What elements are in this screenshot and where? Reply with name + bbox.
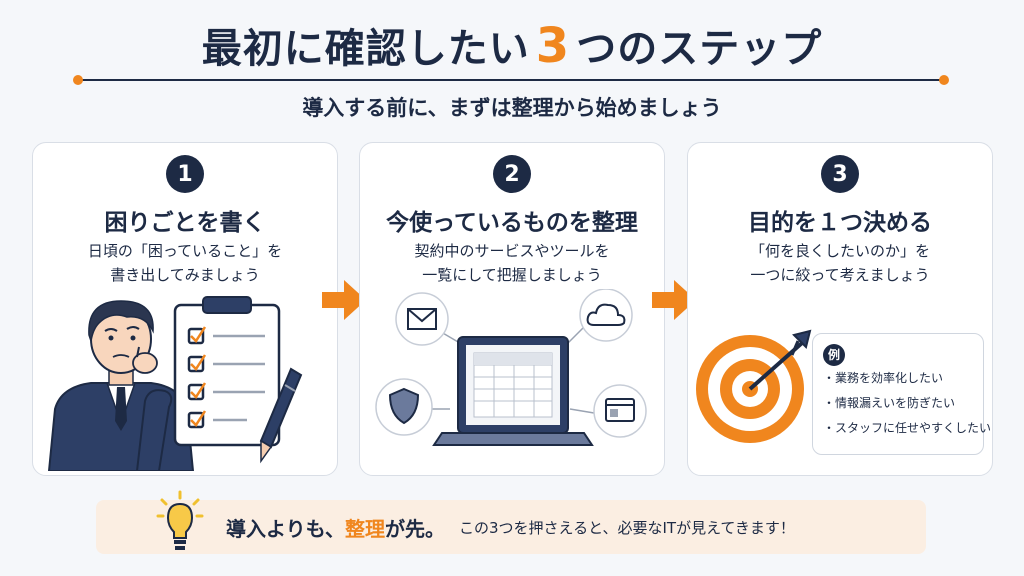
browser-window-icon	[593, 384, 647, 438]
arrow-right-icon	[652, 280, 696, 320]
title-number: 3	[535, 18, 571, 74]
step-title: 目的を１つ決める	[748, 210, 932, 236]
person-thinking-icon	[47, 300, 195, 471]
example-item: ・情報漏えいを防ぎたい	[823, 396, 956, 410]
step-description-line: 書き出してみましょう	[110, 266, 260, 284]
example-item: ・スタッフに任せやすくしたい	[823, 421, 992, 435]
step-description-line: 契約中のサービスやツールを	[414, 242, 610, 260]
title-prefix: 最初に確認したい	[201, 26, 530, 72]
tools-illustration	[375, 289, 647, 446]
clipboard-checklist-icon	[173, 296, 281, 447]
step-title: 今使っているものを整理	[386, 210, 638, 236]
step-card-2: 2 今使っているものを整理 契約中のサービスやツールを 一覧にして把握しましょう	[359, 142, 665, 476]
cloud-icon	[579, 289, 633, 342]
step-card-3: 3 目的を１つ決める 「何を良くしたいのか」を 一つに絞って考えましょう 例 ・…	[687, 142, 993, 476]
example-item: ・業務を効率化したい	[823, 371, 944, 385]
step-number-badge: 2	[493, 155, 531, 193]
footer-headline: 導入よりも、整理が先。	[226, 513, 445, 542]
step-title: 困りごとを書く	[104, 210, 266, 236]
footer-headline-part: が先。	[385, 516, 445, 541]
arrow-right-icon	[322, 280, 366, 320]
pen-icon	[259, 367, 303, 464]
target-arrow-icon	[696, 329, 812, 443]
step-description-line: 一覧にして把握しましょう	[422, 266, 602, 284]
footer-message: この3つを押さえると、必要なITが見えてきます！	[459, 518, 795, 537]
footer-headline-accent: 整理	[345, 516, 385, 541]
footer-banner: 導入よりも、整理が先。 この3つを押さえると、必要なITが見えてきます！	[96, 490, 926, 554]
shield-icon	[375, 378, 433, 436]
laptop-spreadsheet-icon	[432, 336, 594, 446]
step-number-badge: 1	[166, 155, 204, 193]
example-label: 例	[823, 344, 845, 366]
step-description-line: 「何を良くしたいのか」を	[749, 242, 930, 260]
step-description: 日頃の「困っていること」を 書き出してみましょう	[33, 239, 337, 287]
page-subtitle: 導入する前に、まずは整理から始めましょう	[302, 96, 722, 120]
step-description-line: 日頃の「困っていること」を	[87, 242, 283, 260]
step-card-1: 1 困りごとを書く 日頃の「困っていること」を 書き出してみましょう	[32, 142, 338, 476]
step-description: 契約中のサービスやツールを 一覧にして把握しましょう	[360, 239, 664, 287]
step-number-badge: 3	[821, 155, 859, 193]
title-suffix: つのステップ	[576, 26, 823, 72]
example-box: 例 ・業務を効率化したい ・情報漏えいを防ぎたい ・スタッフに任せやすくしたい	[812, 333, 992, 455]
title-divider	[73, 75, 949, 85]
lightbulb-icon	[156, 490, 204, 550]
footer-headline-part: 導入よりも、	[226, 516, 345, 541]
mail-icon	[395, 292, 449, 346]
step-description-line: 一つに絞って考えましょう	[750, 266, 930, 284]
step-description: 「何を良くしたいのか」を 一つに絞って考えましょう	[688, 239, 992, 287]
